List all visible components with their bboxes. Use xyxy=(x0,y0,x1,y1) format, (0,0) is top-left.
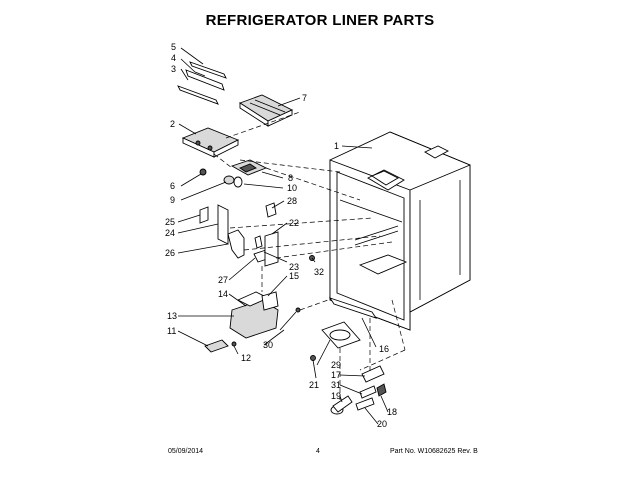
callout-21: 21 xyxy=(309,380,319,390)
callout-7: 7 xyxy=(302,93,307,103)
callout-28: 28 xyxy=(287,196,297,206)
callout-20: 20 xyxy=(377,419,387,429)
callout-11: 11 xyxy=(167,326,176,336)
callout-17: 17 xyxy=(331,370,341,380)
leader-lines xyxy=(177,47,406,425)
bracket-parts xyxy=(199,202,279,267)
filter-housing xyxy=(238,94,294,127)
callout-22: 22 xyxy=(289,218,299,228)
callout-31: 31 xyxy=(331,380,341,390)
callout-14: 14 xyxy=(218,289,228,299)
footer-date: 05/09/2014 xyxy=(168,448,204,455)
diagram-title: REFRIGERATOR LINER PARTS xyxy=(205,12,435,29)
damper-parts xyxy=(199,159,268,188)
callout-19: 19 xyxy=(331,391,341,401)
callout-1: 1 xyxy=(334,141,339,151)
callout-27: 27 xyxy=(218,275,228,285)
callout-13: 13 xyxy=(167,311,177,321)
callout-24: 24 xyxy=(165,228,175,238)
callout-18: 18 xyxy=(387,407,397,417)
ice-chute-parts xyxy=(310,297,387,415)
callout-23: 23 xyxy=(289,262,299,272)
callout-15: 15 xyxy=(289,271,299,281)
callout-29: 29 xyxy=(331,360,341,370)
callout-32: 32 xyxy=(314,267,324,277)
callout-3: 3 xyxy=(171,64,176,74)
callout-9: 9 xyxy=(170,195,175,205)
callout-8: 8 xyxy=(288,173,293,183)
callout-30: 30 xyxy=(263,340,273,350)
callout-2: 2 xyxy=(170,119,175,129)
callouts: 5 4 3 7 2 1 8 6 10 9 28 25 22 24 26 23 3… xyxy=(165,42,397,429)
footer-page-number: 4 xyxy=(316,448,320,455)
top-rails xyxy=(177,61,227,105)
callout-5: 5 xyxy=(171,42,176,52)
callout-26: 26 xyxy=(165,248,175,258)
control-housing xyxy=(181,127,240,158)
callout-16: 16 xyxy=(379,344,389,354)
callout-4: 4 xyxy=(171,53,176,63)
callout-25: 25 xyxy=(165,217,175,227)
callout-12: 12 xyxy=(241,353,251,363)
dispenser-housing xyxy=(204,291,301,353)
footer-part-info: Part No. W10682625 Rev. B xyxy=(390,448,478,455)
callout-6: 6 xyxy=(170,181,175,191)
liner-box xyxy=(329,131,471,331)
callout-10: 10 xyxy=(287,183,297,193)
